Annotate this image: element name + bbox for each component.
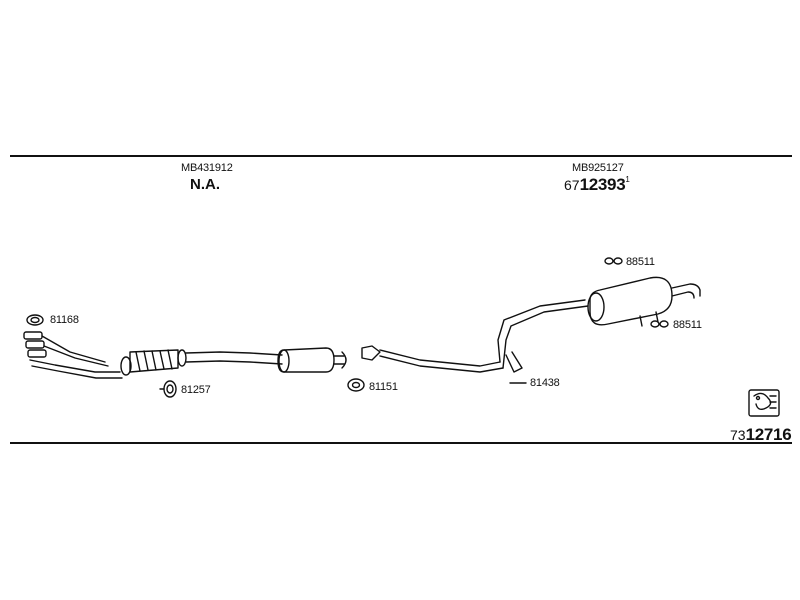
flex-pipe-icon (129, 349, 187, 373)
front-code: N.A. (190, 176, 220, 193)
part-label-81438: 81438 (530, 377, 560, 389)
rear-part-number: MB925127 (572, 162, 624, 174)
footer-code-main: 12716 (745, 425, 792, 444)
part-label-88511-bottom: 88511 (673, 319, 702, 331)
intermediate-pipe-icon (185, 351, 283, 365)
part-label-81168: 81168 (50, 314, 79, 326)
rear-code-suffix: 1 (625, 175, 630, 184)
hanger-88511-bottom-icon (650, 320, 669, 328)
rear-code: 67123931 (564, 176, 630, 194)
bottom-divider (10, 442, 792, 444)
part-label-81151: 81151 (369, 381, 398, 393)
sealing-ring-81168-icon (26, 314, 44, 326)
part-label-88511-top: 88511 (626, 256, 655, 268)
exhaust-system-reference-icon (748, 389, 780, 417)
clamp-81257-icon (159, 380, 177, 398)
top-divider (10, 155, 792, 157)
hanger-88511-top-icon (604, 257, 623, 265)
footer-code-prefix: 73 (730, 427, 746, 443)
gasket-81151-icon (347, 378, 365, 392)
rear-code-prefix: 67 (564, 177, 580, 193)
rear-silencer-icon (587, 276, 701, 327)
footer-code: 7312716 (730, 425, 792, 444)
front-part-number: MB431912 (181, 162, 233, 174)
rear-code-main: 12393 (579, 175, 626, 194)
front-manifold-pipe-icon (23, 331, 132, 379)
part-label-81257: 81257 (181, 384, 211, 396)
rear-pipe-icon (361, 299, 589, 373)
center-silencer-icon (277, 347, 347, 373)
